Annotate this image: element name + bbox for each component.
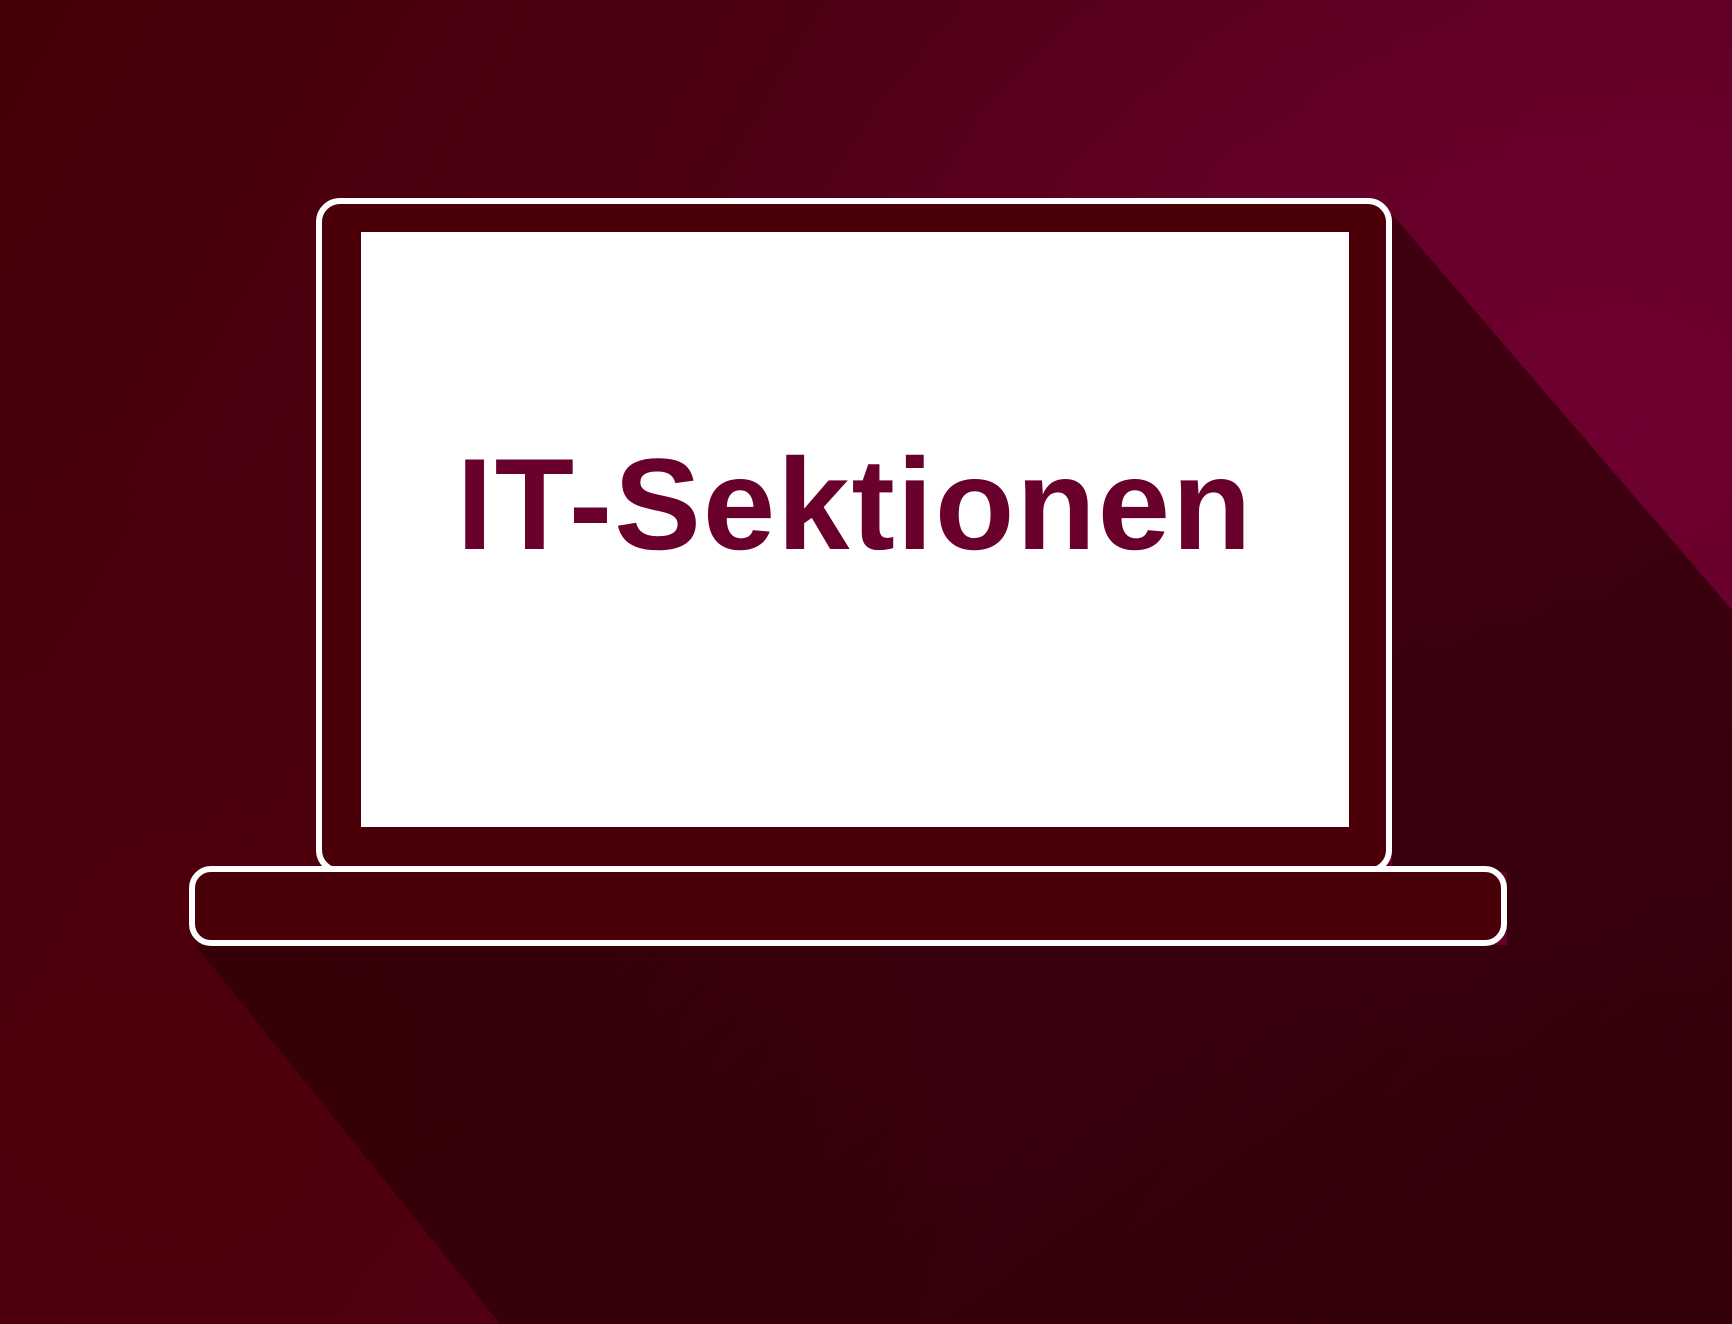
laptop-base: [189, 866, 1507, 946]
screen-title: IT-Sektionen: [456, 430, 1254, 577]
long-shadow-shape: [195, 214, 1732, 1324]
laptop-screen: IT-Sektionen: [361, 232, 1349, 827]
